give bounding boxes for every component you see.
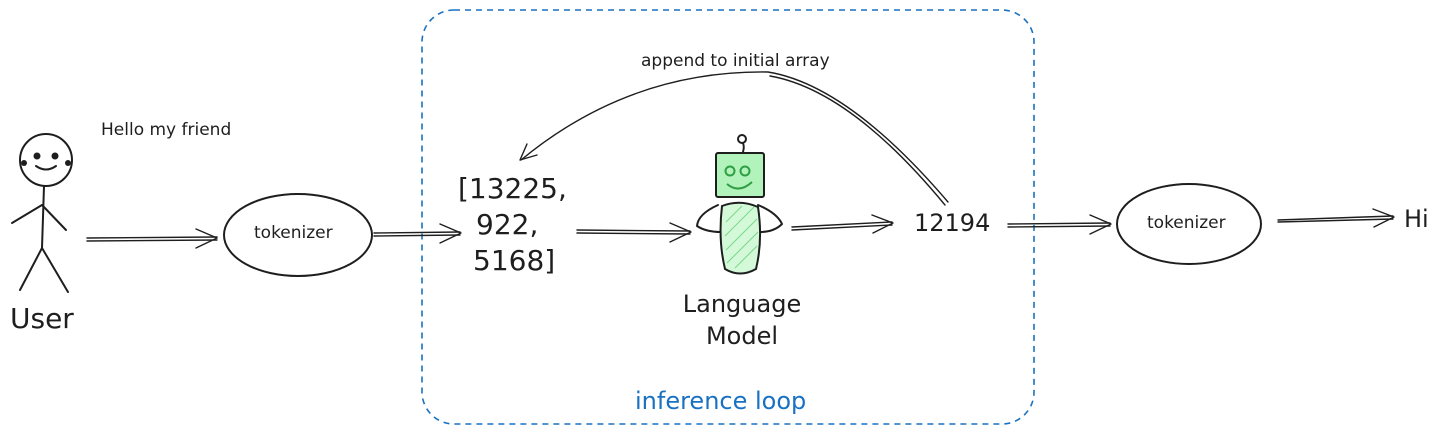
final-output-text: Hi: [1404, 205, 1429, 233]
token-array-line-3: 5168]: [473, 244, 556, 277]
arrow-output-to-tokenizer: [1007, 214, 1112, 235]
model-label-line-2: Model: [705, 322, 779, 350]
arrow-model-to-output: [791, 214, 894, 234]
user-label: User: [10, 302, 74, 335]
tokenizer-output-label: tokenizer: [1147, 213, 1226, 233]
arrow-user-to-tokenizer: [86, 228, 218, 249]
output-token-text: 12194: [914, 209, 991, 237]
inference-loop-label: inference loop: [635, 387, 807, 415]
model-label-line-1: Language: [682, 290, 802, 318]
arrow-tokenizer-to-output-text: [1277, 208, 1395, 228]
robot-model-icon: [696, 134, 783, 275]
inference-loop-box: [421, 9, 1035, 425]
user-stick-figure-icon: [11, 133, 73, 293]
feedback-arrow: [519, 71, 949, 206]
tokenizer-input-label: tokenizer: [254, 223, 333, 243]
feedback-label: append to initial array: [641, 51, 830, 71]
arrow-tokenizer-to-array: [373, 223, 462, 244]
token-array-line-1: [13225,: [458, 172, 567, 205]
tokenizer-output-node: [1116, 183, 1262, 265]
user-message-text: Hello my friend: [101, 120, 232, 140]
arrow-array-to-model: [576, 222, 692, 243]
token-array-line-2: 922,: [476, 208, 539, 241]
tokenizer-input-node: [223, 193, 373, 277]
